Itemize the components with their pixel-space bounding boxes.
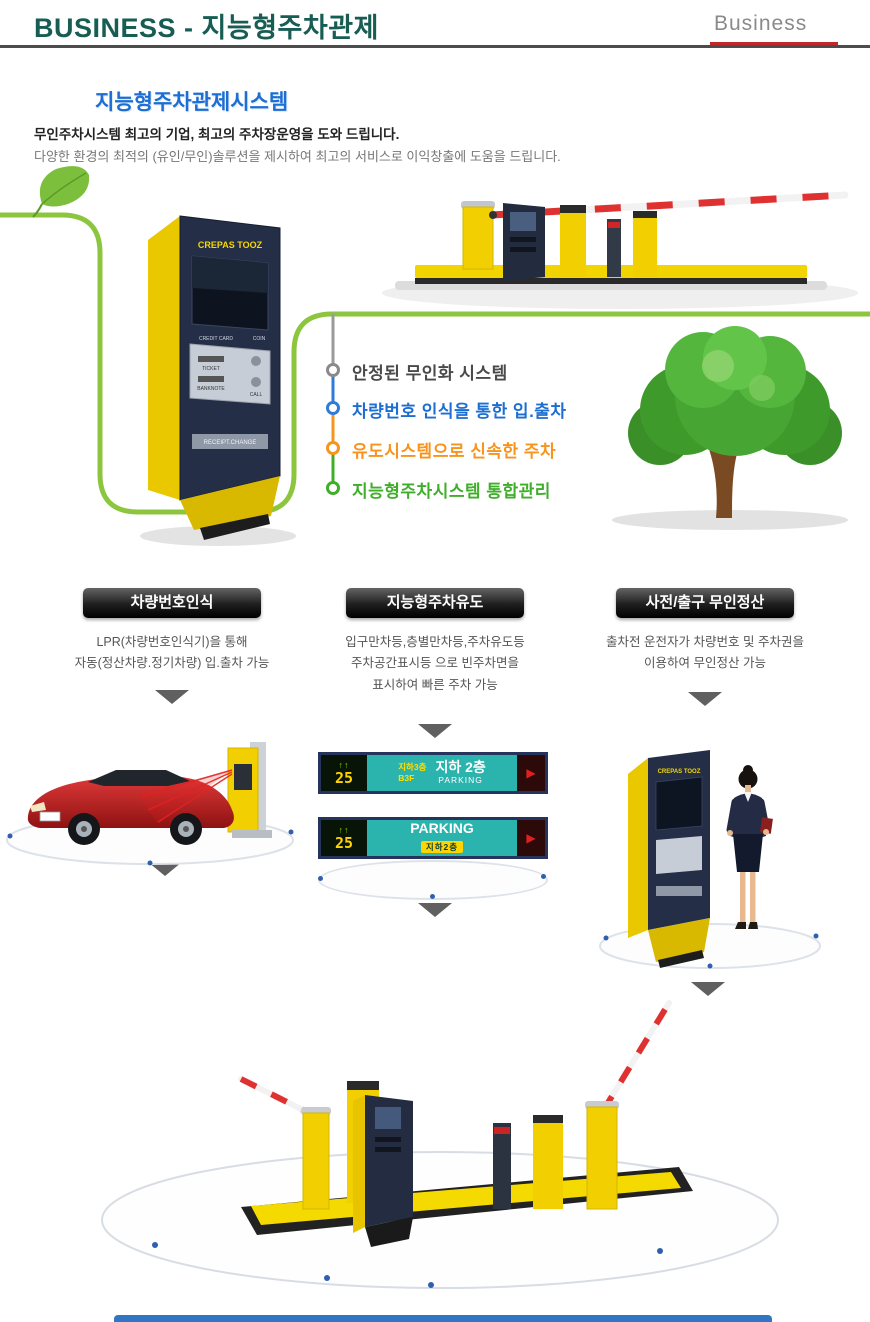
red-car [27,770,234,845]
license-plate [39,811,61,822]
text-line: 출차전 운전자가 차량번호 및 주차권을 [606,635,804,649]
right-barrier [585,1000,672,1210]
text-line: LPR(차량번호인식기)을 통해 [96,635,248,649]
barrier-platform [382,265,858,309]
kiosk-body: CREPAS TOOZ CREDIT CARD COIN TICKET BANK… [148,215,281,540]
text-line: 이용하여 무인정산 가능 [644,656,766,671]
led-right-arrow-icon: ▶ [526,766,536,780]
kiosk-label-banknote: BANKNOTE [197,386,225,392]
text-line: 입구만차등,층별만차등,주차유도등 [345,635,525,649]
mid-posts [493,1115,563,1209]
feature-item-2: 차량번호 인식을 통한 입.출차 [352,402,567,421]
text-line: 지하3층 [398,762,427,773]
feature-connector [326,314,340,495]
kiosk-label-coin: COIN [253,336,266,342]
down-arrow-icon [418,903,452,917]
badge-lpr: 차량번호인식 [83,588,261,618]
kiosk-body: CREPAS TOOZ [628,750,710,968]
entrance-barrier-illustration [382,191,858,309]
led-sub-text: PARKING [438,775,483,786]
led-count: 25 [334,768,354,787]
led-floor-main: 지하 2층 PARKING [435,758,486,786]
down-arrow-icon [148,862,182,876]
kiosk-label-call: CALL [250,392,263,398]
bullet-circle-blue [326,401,340,415]
up-arrows-icon: ↑↑ [338,759,350,770]
led-floor-main: PARKING 지하2층 [410,820,474,854]
led-counter-panel: ↑↑ 25 [321,755,367,791]
leaf-icon [32,166,90,218]
guidance-description: 입구만차등,층별만차등,주차유도등 주차공간표시등 으로 빈주차면을 표시하여 … [285,632,585,696]
down-arrow-icon [688,692,722,706]
platform-dot [541,874,546,879]
led-sign-2: ↑↑ 25 PARKING 지하2층 ▶ [318,817,548,859]
led-message-panel: 지하3층 B3F 지하 2층 PARKING [367,755,517,791]
tree-illustration [612,326,848,530]
led-message-panel: PARKING 지하2층 [367,820,517,856]
badge-guidance: 지능형주차유도 [346,588,524,618]
gate-posts [560,205,657,277]
exit-kiosk-illustration: CREPAS TOOZ [599,750,821,969]
feature-item-4: 지능형주차시스템 통합관리 [352,482,551,501]
down-arrow-icon [418,724,452,738]
payment-kiosk-illustration: CREPAS TOOZ CREDIT CARD COIN TICKET BANK… [140,215,296,546]
led-direction-panel: ▶ [517,755,545,791]
lpr-camera-post [227,742,272,838]
led-main-text: PARKING [410,820,474,837]
footer-bar [114,1315,772,1322]
lpr-car-illustration [6,742,294,866]
led-counter-panel: ↑↑ 25 [321,820,367,856]
led-count: 25 [334,833,354,852]
text-line: 주차공간표시등 으로 빈주차면을 [351,656,519,671]
payment-description: 출차전 운전자가 차량번호 및 주차권을 이용하여 무인정산 가능 [555,632,855,675]
ticket-machine [503,203,545,281]
feature-item-1: 안정된 무인화 시스템 [352,364,508,383]
section-subtitle: 무인주차시스템 최고의 기업, 최고의 주차장운영을 도와 드립니다. [34,127,400,142]
lpr-description: LPR(차량번호인식기)을 통해 자동(정산차량.정기차량) 입.출차 가능 [22,632,322,675]
platform-dot [430,894,435,899]
led-floor-small: 지하3층 B3F [398,762,426,783]
bullet-circle-gray [326,363,340,377]
kiosk-label-credit-card: CREDIT CARD [199,336,233,342]
platform-dot [318,876,323,881]
text-line: B3F [398,773,415,783]
kiosk-brand-text: CREPAS TOOZ [198,240,263,250]
led-sign-1: ↑↑ 25 지하3층 B3F 지하 2층 PARKING ▶ [318,752,548,794]
up-arrows-icon: ↑↑ [338,824,350,835]
led-main-text: 지하 2층 [435,758,486,775]
badge-payment: 사전/출구 무인정산 [616,588,794,618]
scan-beam [138,769,233,824]
woman-figure [726,765,773,929]
kiosk-brand-text: CREPAS TOOZ [658,769,701,775]
section-title: 지능형주차관제시스템 [95,91,289,114]
text-line: 표시하여 빠른 주차 가능 [372,677,498,692]
barrier-arm [487,191,849,219]
left-barrier [238,1076,331,1210]
section-description: 다양한 환경의 최적의 (유인/무인)솔루션을 제시하여 최고의 서비스로 이익… [34,149,561,164]
header-divider [0,45,870,48]
led-sub-text: 지하2층 [420,840,464,853]
page-title: BUSINESS - 지능형주차관제 [34,13,379,43]
feature-item-3: 유도시스템으로 신속한 주차 [352,442,557,461]
down-arrow-icon [691,982,725,996]
parking-system-illustration [101,1000,779,1289]
kiosk-label-receipt: RECEIPT.CHANGE [204,440,257,446]
text-line: 자동(정산차량.정기차량) 입.출차 가능 [74,656,270,671]
bullet-circle-orange [326,441,340,455]
down-arrow-icon [155,690,189,704]
kiosk-label-ticket: TICKET [202,366,220,372]
sign-platform [318,860,548,900]
led-right-arrow-icon: ▶ [526,831,536,845]
breadcrumb-business[interactable]: Business [714,12,808,35]
red-underline [710,42,838,45]
bullet-circle-green [326,481,340,495]
barrier-housing [461,201,497,270]
center-payment-machine [347,1081,413,1247]
led-direction-panel: ▶ [517,820,545,856]
